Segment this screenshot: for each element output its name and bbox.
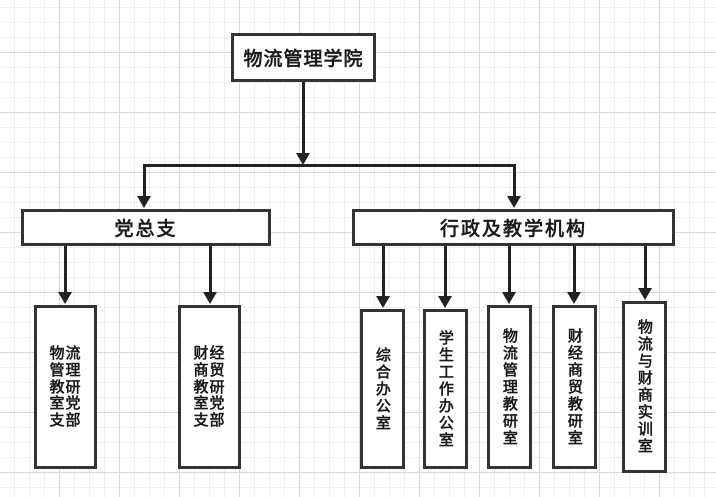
node-branch-admin[interactable]: 行政及教学机构 [352,209,675,246]
connector-party-leaf-2 [209,246,212,294]
node-label: 综合办公室 [373,346,392,432]
connector-party-leaf-1-arrowhead [58,292,72,304]
node-label: 物流与财商实训室 [635,319,654,455]
node-leaf-logistics-teaching-office[interactable]: 物流管理教研室 [487,305,532,469]
connector-to-admin-branch [513,164,516,202]
connector-admin-leaf-2 [444,246,447,298]
node-leaf-party-logistics-teaching-office[interactable]: 物流管理教研室党支部 [34,305,97,469]
connector-root-arrowhead [296,153,310,165]
connector-admin-leaf-5-arrowhead [638,288,652,300]
node-leaf-general-office[interactable]: 综合办公室 [360,309,405,469]
connector-admin-leaf-5 [644,246,647,290]
connector-admin-leaf-4 [573,246,576,294]
connector-admin-leaf-3 [508,246,511,294]
node-root-college[interactable]: 物流管理学院 [231,33,376,82]
node-label: 财经商贸教研室 [565,327,584,447]
connector-party-branch-arrowhead [137,196,151,208]
connector-party-leaf-2-arrowhead [203,292,217,304]
connector-admin-leaf-1-arrowhead [376,296,390,308]
node-label: 财经商贸教研室党支部 [193,344,226,430]
node-leaf-finance-trade-teaching-office[interactable]: 财经商贸教研室 [552,305,597,469]
node-label: 行政及教学机构 [439,218,587,240]
node-leaf-party-finance-trade-teaching-office[interactable]: 财经商贸教研室党支部 [178,305,241,469]
node-label: 物流管理教研室 [500,327,519,447]
connector-admin-leaf-4-arrowhead [567,292,581,304]
connector-admin-leaf-2-arrowhead [438,296,452,308]
connector-admin-leaf-3-arrowhead [502,292,516,304]
node-label: 物流管理教研室党支部 [49,344,82,430]
connector-to-party-branch [143,164,146,202]
connector-admin-leaf-1 [382,246,385,298]
node-label: 党总支 [114,218,178,240]
node-leaf-student-affairs-office[interactable]: 学生工作办公室 [423,309,468,469]
connector-admin-branch-arrowhead [507,196,521,208]
node-label: 物流管理学院 [243,48,364,70]
node-label: 学生工作办公室 [436,329,455,449]
connector-bus-level1 [143,164,516,167]
connector-party-leaf-1 [64,246,67,294]
connector-root-stem [302,82,305,155]
node-leaf-logistics-business-training-room[interactable]: 物流与财商实训室 [622,301,667,473]
node-branch-party[interactable]: 党总支 [21,209,271,246]
